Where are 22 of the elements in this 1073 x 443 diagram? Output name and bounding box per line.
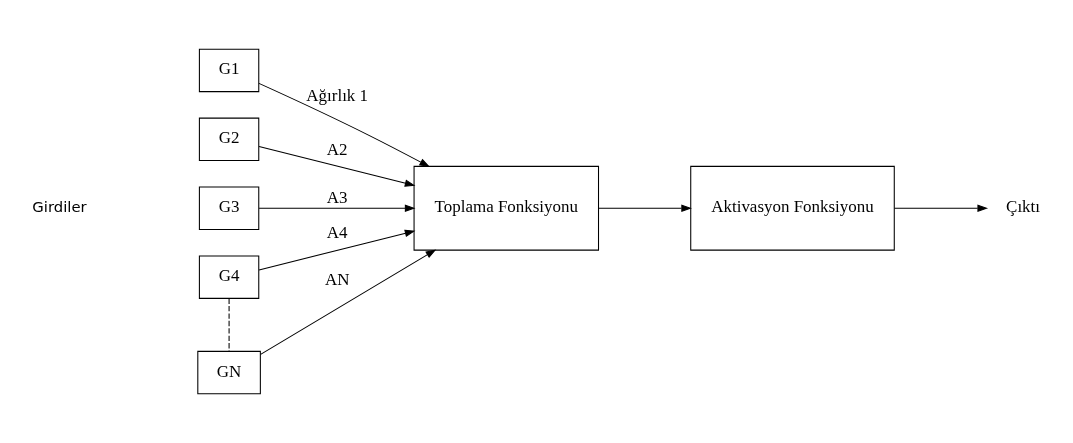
node-box: Aktivasyon Fonksiyonu — [690, 165, 895, 251]
edge-label: A4 — [326, 222, 348, 242]
label: Girdiler — [32, 198, 87, 216]
arrow — [258, 82, 430, 168]
arrow — [258, 146, 416, 187]
edge-label: AN — [324, 270, 350, 290]
node-box: GN — [197, 350, 261, 395]
edge-label: A3 — [326, 187, 348, 207]
edge-label: Ağırlık 1 — [306, 85, 369, 105]
arrow — [260, 249, 437, 355]
edge-label: A2 — [326, 140, 348, 160]
arrow — [258, 229, 416, 271]
arrow — [893, 204, 989, 212]
node-text: Çıktı — [1006, 197, 1041, 217]
node-box: Toplama Fonksiyonu — [413, 165, 600, 251]
arrow — [598, 204, 692, 212]
node-box: G4 — [198, 255, 260, 299]
node-box: G1 — [198, 48, 260, 93]
connector — [228, 298, 230, 352]
arrow — [258, 204, 416, 212]
node-box: G3 — [198, 186, 260, 230]
node-box: G2 — [198, 117, 260, 162]
